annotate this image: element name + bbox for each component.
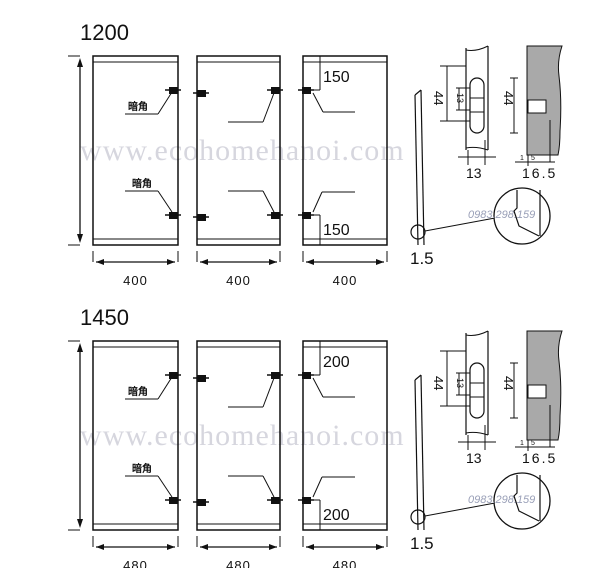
arrow-left-icon [200, 544, 208, 550]
blade [414, 94, 419, 246]
leader [262, 92, 275, 123]
arrow-left-icon [96, 259, 104, 265]
blade-thickness-label: 1.5 [410, 249, 434, 268]
detail-circle-large [493, 187, 551, 245]
hinge-note: 暗角 [128, 100, 148, 113]
arrow-down-icon [77, 234, 83, 243]
width-label: 400 [123, 273, 148, 288]
break-line [465, 431, 489, 436]
width-label: 400 [333, 273, 358, 288]
offset-label-bottom: 150 [323, 222, 350, 239]
width-label: 480 [333, 558, 358, 568]
slot-inner-label: 13 [455, 378, 465, 388]
slot-height-label: 44 [431, 91, 446, 105]
door-panel-3 [302, 340, 388, 531]
arrow-right-icon [167, 259, 175, 265]
door-panel-2 [196, 55, 281, 246]
leader [262, 377, 275, 408]
arrow-left-icon [96, 544, 104, 550]
block-notch [527, 384, 547, 399]
hinge-note: 暗角 [128, 385, 148, 398]
leader [157, 91, 173, 115]
block-small-label: 1 [520, 440, 524, 447]
leader [262, 475, 275, 498]
detail-circle-small [410, 509, 426, 525]
hinge-note: 暗角 [132, 462, 152, 475]
block-width-label: 16.5 [522, 165, 557, 181]
slot-width-label: 13 [466, 165, 482, 181]
detail-profile [513, 190, 541, 237]
arrow-right-icon [376, 544, 384, 550]
block-mid-label: 5 [531, 440, 535, 447]
arrow-up-icon [77, 58, 83, 67]
width-label: 480 [123, 558, 148, 568]
leader [262, 190, 275, 213]
blade [420, 374, 425, 531]
leader [157, 376, 173, 400]
arrow-down-icon [77, 519, 83, 528]
phone-watermark: 0983.298.159 [468, 209, 535, 221]
block-height-label: 44 [501, 91, 516, 105]
detail-profile [513, 475, 541, 522]
arrow-right-icon [167, 544, 175, 550]
height-title: 1200 [80, 20, 129, 45]
break-line [465, 45, 489, 51]
site-watermark: www.ecohomehanoi.com [80, 134, 405, 167]
door-panel-1 [92, 340, 179, 531]
height-title: 1450 [80, 305, 129, 330]
arrow-left-icon [306, 259, 314, 265]
block-notch [527, 99, 547, 114]
leader [157, 190, 173, 213]
detail-leader [424, 502, 496, 517]
leader [312, 476, 323, 498]
blade [414, 89, 422, 96]
arrow-right-icon [269, 259, 277, 265]
door-panel-1 [92, 55, 179, 246]
blade-thickness-label: 1.5 [410, 534, 434, 553]
arrow-right-icon [269, 544, 277, 550]
block-mid-label: 5 [531, 155, 535, 162]
width-label: 400 [226, 273, 251, 288]
slot-height-label: 44 [431, 376, 446, 390]
slot-width-label: 13 [466, 450, 482, 466]
slot-inner-label: 13 [455, 93, 465, 103]
block-width-label: 16.5 [522, 450, 557, 466]
offset-label-top: 200 [323, 354, 350, 371]
block-small-label: 1 [520, 155, 524, 162]
block-height-label: 44 [501, 376, 516, 390]
leader [312, 92, 324, 113]
arrow-right-icon [376, 259, 384, 265]
detail-leader [424, 217, 496, 232]
door-panel-3 [302, 55, 388, 246]
leader [312, 377, 324, 398]
width-label: 480 [226, 558, 251, 568]
detail-circle-large [493, 472, 551, 530]
phone-watermark: 0983.298.159 [468, 494, 535, 506]
offset-label-bottom: 200 [323, 507, 350, 524]
site-watermark: www.ecohomehanoi.com [80, 419, 405, 452]
break-line [465, 146, 489, 151]
leader [312, 191, 323, 213]
blade [414, 374, 422, 381]
slot [469, 362, 485, 419]
arrow-up-icon [77, 343, 83, 352]
arrow-left-icon [306, 544, 314, 550]
arrow-left-icon [200, 259, 208, 265]
offset-label-top: 150 [323, 69, 350, 86]
detail-circle-small [410, 224, 426, 240]
door-panel-2 [196, 340, 281, 531]
blade [420, 89, 425, 246]
blade [414, 379, 419, 531]
break-line [465, 330, 489, 336]
hinge-note: 暗角 [132, 177, 152, 190]
leader [157, 475, 173, 498]
slot [469, 77, 485, 134]
